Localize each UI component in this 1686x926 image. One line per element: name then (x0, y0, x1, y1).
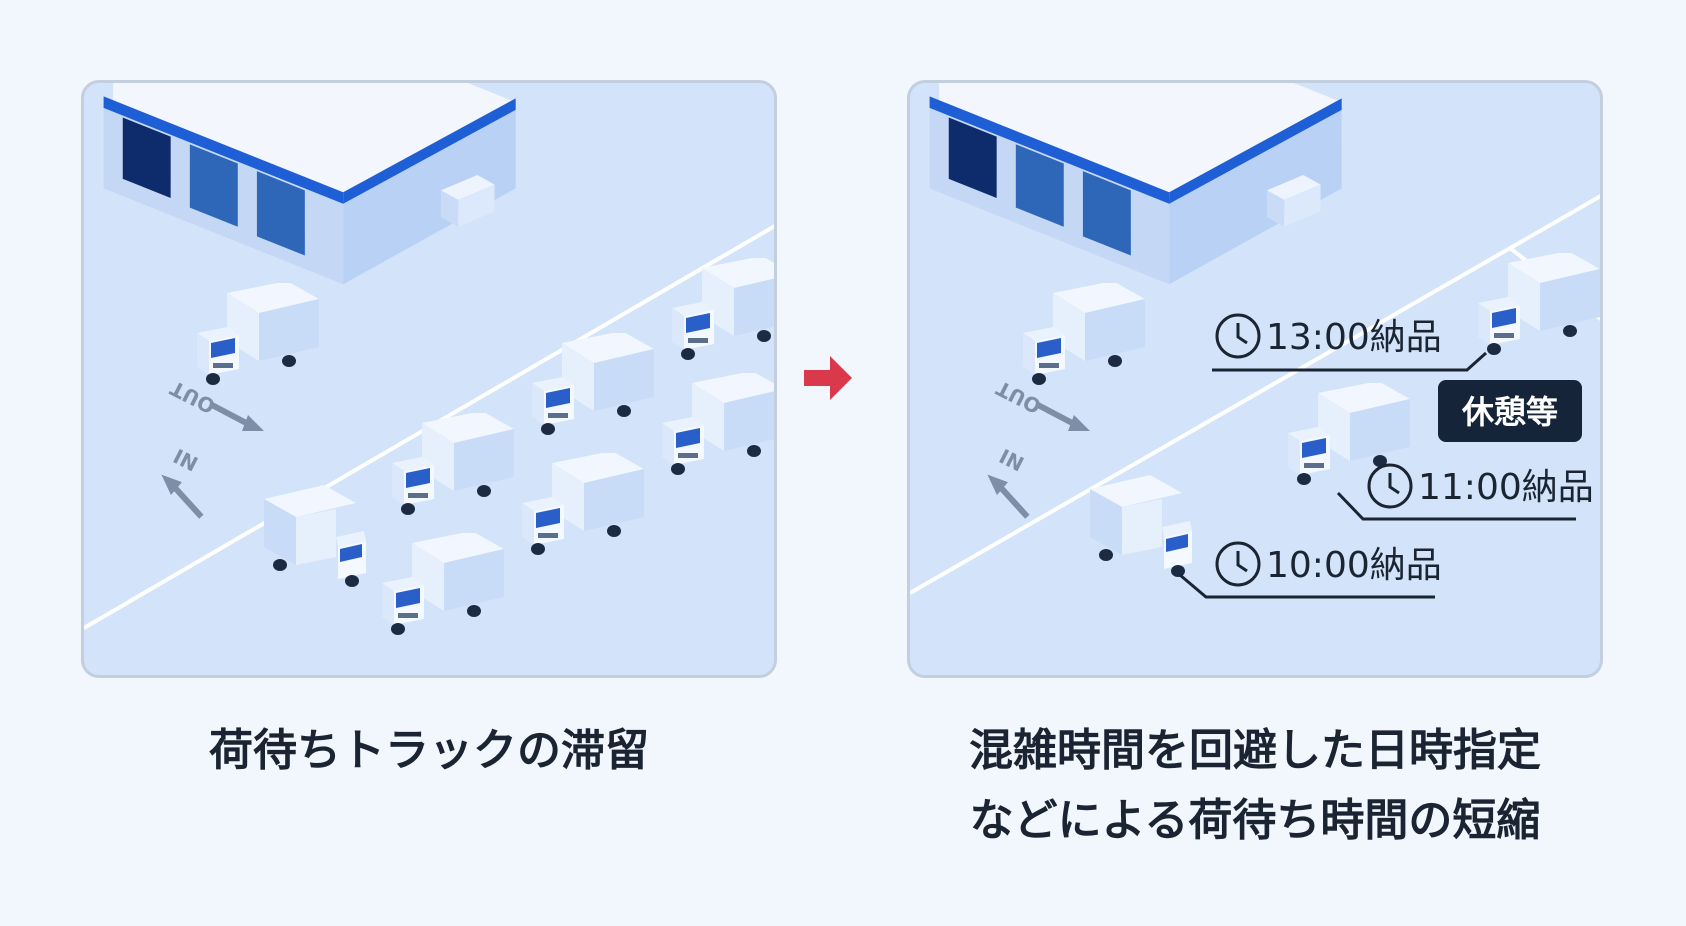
truck-11-icon (1288, 383, 1410, 485)
delivery-time-label: 10:00納品 (1266, 545, 1442, 586)
clock-icon (1215, 313, 1261, 359)
clock-icon (1215, 541, 1261, 587)
congestion-scene: OUT IN (84, 83, 774, 635)
delivery-label-1300: 13:00納品 (1212, 313, 1488, 372)
parked-truck-icon (197, 283, 319, 385)
scheduled-scene: OUT IN 13:00納品 休憩等 11:00納品 (910, 83, 1600, 599)
right-caption: 混雑時間を回避した日時指定 などによる荷待ち時間の短縮 (907, 716, 1603, 856)
waiting-truck-icon (522, 453, 644, 555)
right-caption-line-2: などによる荷待ち時間の短縮 (969, 795, 1541, 846)
warehouse-icon (929, 83, 1342, 285)
in-arrow-icon (152, 475, 210, 517)
in-arrow-icon (978, 475, 1036, 517)
rest-badge-label: 休憩等 (1461, 393, 1558, 431)
truck-13-icon (1478, 253, 1600, 355)
in-road-label: IN (995, 444, 1027, 476)
waiting-truck-icon (382, 533, 504, 635)
out-arrow-icon (1038, 405, 1090, 431)
congestion-illustration-panel: OUT IN (81, 80, 777, 678)
leading-truck-icon (264, 485, 366, 587)
delivery-label-1000: 10:00納品 (1179, 541, 1442, 599)
truck-10-icon (1090, 475, 1192, 577)
rest-badge: 休憩等 (1438, 380, 1582, 442)
in-road-label: IN (169, 444, 201, 476)
waiting-truck-icon (532, 333, 654, 435)
clock-icon (1367, 463, 1413, 509)
right-arrow-icon (804, 356, 852, 404)
right-caption-line-1: 混雑時間を回避した日時指定 (969, 725, 1541, 776)
out-arrow-icon (212, 405, 264, 431)
left-caption: 荷待ちトラックの滞留 (209, 725, 649, 776)
waiting-truck-icon (662, 373, 774, 475)
warehouse-icon (103, 83, 516, 285)
scheduled-delivery-illustration-panel: OUT IN 13:00納品 休憩等 11:00納品 (907, 80, 1603, 678)
road-line (910, 194, 1600, 595)
delivery-time-label: 11:00納品 (1418, 467, 1594, 508)
delivery-label-1100: 11:00納品 (1336, 463, 1594, 521)
parked-truck-icon (1023, 283, 1145, 385)
waiting-truck-icon (392, 413, 514, 515)
waiting-truck-icon (672, 258, 774, 360)
delivery-time-label: 13:00納品 (1266, 317, 1442, 358)
